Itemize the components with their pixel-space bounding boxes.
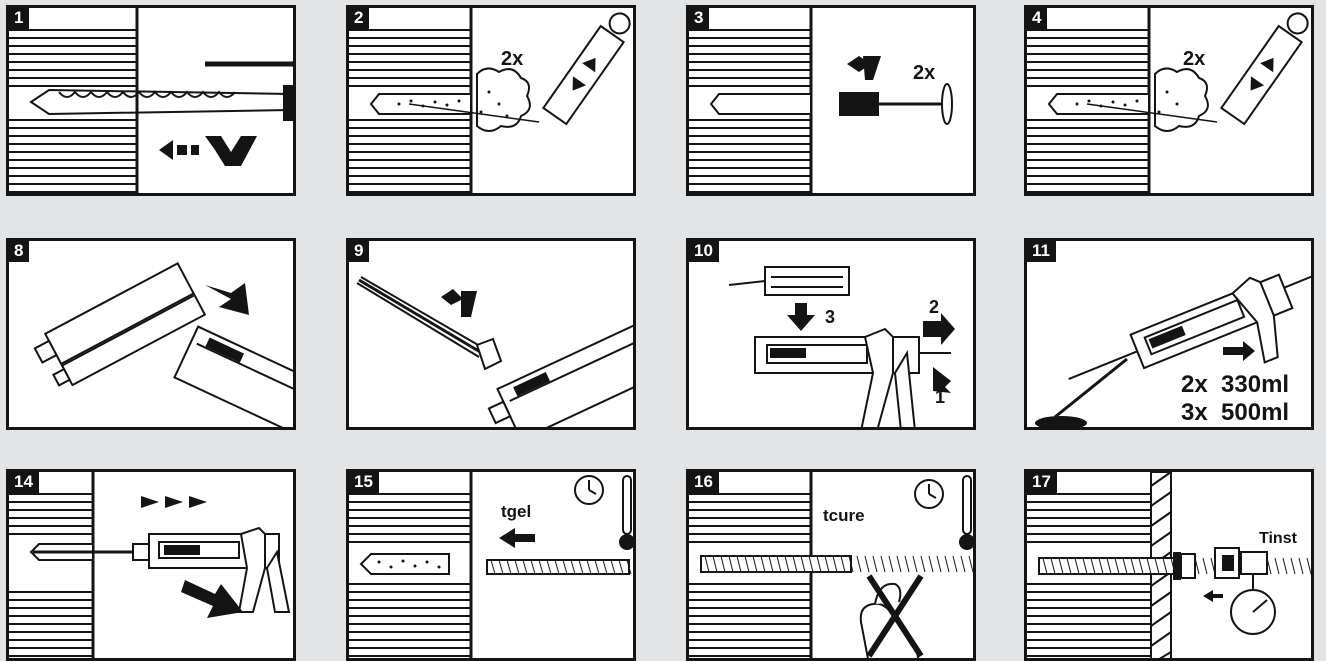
step-1-panel: 1 xyxy=(6,5,296,196)
adhesive-cartridge xyxy=(483,326,636,430)
static-mixer xyxy=(357,277,501,369)
rotate-in-out-icon xyxy=(847,56,881,80)
repeat-count: 2x xyxy=(913,62,935,85)
step-15-number: 15 xyxy=(349,472,379,493)
step-10-panel: 10 3 2 1 xyxy=(686,238,976,430)
step-14-number: 14 xyxy=(9,472,39,493)
step-1-number: 1 xyxy=(9,8,29,29)
step-sequence-label-2: 2 xyxy=(929,297,939,318)
step-8-number: 8 xyxy=(9,241,29,262)
masonry-wall xyxy=(9,472,93,661)
step-16-panel: 16 tcure xyxy=(686,469,976,661)
clock-icon xyxy=(915,480,943,508)
withdraw-arrow-icon xyxy=(181,580,243,618)
insert-arrow-icon xyxy=(499,528,535,548)
step-16-number: 16 xyxy=(689,472,719,493)
step-14-panel: 14 xyxy=(6,469,296,661)
step-3-number: 3 xyxy=(689,8,709,29)
step-2-number: 2 xyxy=(349,8,369,29)
step-2-panel: 2 2x xyxy=(346,5,636,196)
blow-pump xyxy=(543,8,636,124)
rotate-icon xyxy=(441,289,477,317)
step-4-panel: 4 2x xyxy=(1024,5,1314,196)
step-17-number: 17 xyxy=(1027,472,1057,493)
washer xyxy=(1173,552,1181,580)
drill-bit xyxy=(31,86,296,120)
discard-quantity-500ml: 3x 500ml xyxy=(1181,399,1289,427)
discarded-adhesive xyxy=(1035,416,1087,430)
clock-icon xyxy=(575,476,603,504)
repeat-count: 2x xyxy=(501,48,523,71)
step-9-number: 9 xyxy=(349,241,369,262)
step-sequence-label-1: 1 xyxy=(935,387,945,408)
curing-time-illustration xyxy=(689,472,976,661)
step-11-panel: 11 2x 330ml 3x 500ml xyxy=(1024,238,1314,430)
masonry-wall xyxy=(9,8,137,196)
step-9-panel: 9 xyxy=(346,238,636,430)
repeat-count: 2x xyxy=(1183,48,1205,71)
step-4-number: 4 xyxy=(1027,8,1047,29)
step-8-panel: 8 xyxy=(6,238,296,430)
dispenser-gun xyxy=(755,329,951,430)
retract-arrow-icon xyxy=(159,136,257,166)
torque-wrench-icon xyxy=(1215,548,1275,634)
gel-time-label: tgel xyxy=(501,502,531,522)
inject-adhesive-illustration xyxy=(9,472,296,661)
direction-arrows-icon xyxy=(141,496,207,508)
insert-anchor-rod-illustration xyxy=(349,472,636,661)
insert-arrow-icon xyxy=(205,283,249,315)
blow-out-illustration xyxy=(1027,8,1314,196)
load-dispenser-illustration xyxy=(689,241,976,430)
thermometer-icon xyxy=(620,476,634,549)
insert-cartridge-illustration xyxy=(9,241,296,430)
static-mixer xyxy=(1055,359,1127,417)
attach-mixer-illustration xyxy=(349,241,636,430)
step-10-number: 10 xyxy=(689,241,719,262)
cleaning-brush xyxy=(839,84,952,124)
step-15-panel: 15 tgel xyxy=(346,469,636,661)
step-sequence-label-3: 3 xyxy=(825,307,835,328)
drill-hole-illustration xyxy=(9,8,296,196)
adhesive-cartridge xyxy=(729,267,849,295)
step-3-panel: 3 2x xyxy=(686,5,976,196)
step-17-panel: 17 Tinst xyxy=(1024,469,1314,661)
tighten-nut-illustration xyxy=(1027,472,1314,661)
step-11-number: 11 xyxy=(1027,241,1056,262)
dispenser-frame xyxy=(174,327,296,430)
blow-out-illustration xyxy=(349,8,636,196)
discard-quantity-330ml: 2x 330ml xyxy=(1181,371,1289,399)
dust-cloud xyxy=(477,68,530,131)
left-arrow-icon xyxy=(1203,590,1223,602)
down-arrow-icon xyxy=(787,303,815,331)
brush-illustration xyxy=(689,8,976,196)
right-arrow-icon xyxy=(1223,341,1255,361)
thermometer-icon xyxy=(960,476,974,549)
cure-time-label: tcure xyxy=(823,506,865,526)
installation-torque-label: Tinst xyxy=(1259,530,1297,548)
hex-nut xyxy=(1181,554,1195,578)
